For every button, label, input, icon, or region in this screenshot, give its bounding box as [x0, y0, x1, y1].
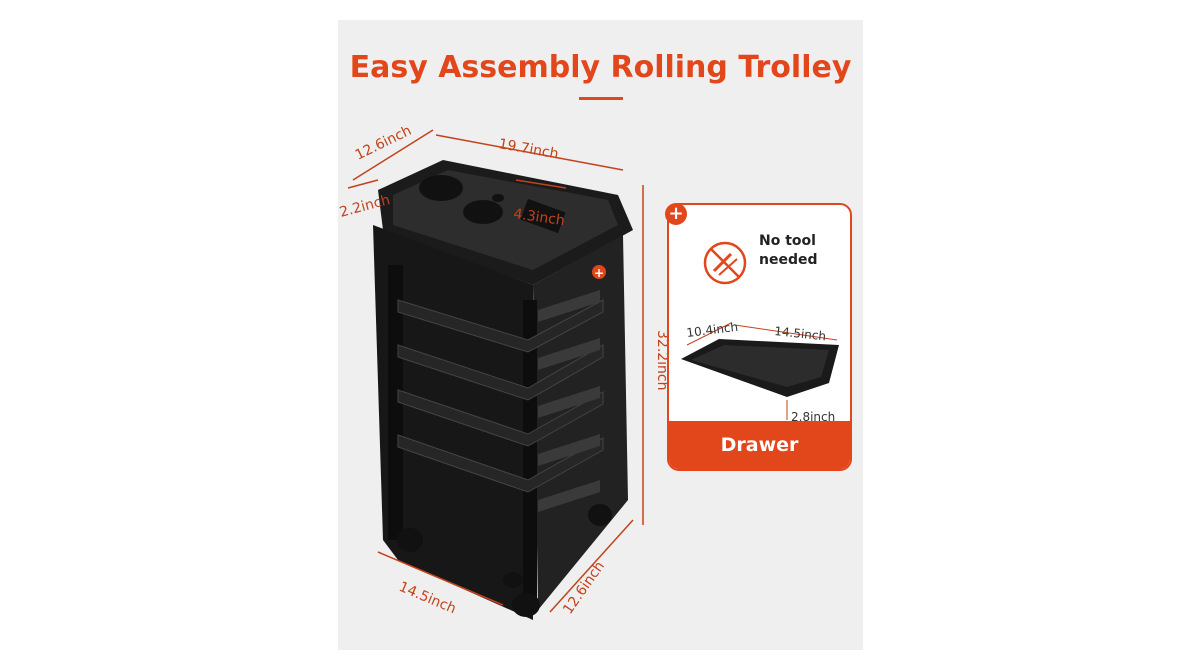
no-tool-icon	[703, 241, 747, 285]
dim-drawer-height: 2.8inch	[791, 410, 835, 424]
no-tool-text: No tool needed	[759, 233, 818, 268]
trolley-body	[373, 225, 533, 620]
trolley-illustration: + 12.6inch 19.7inch 2.2inch 4.3inch 32.2…	[338, 123, 670, 620]
product-panel: Easy Assembly Rolling Trolley	[338, 20, 863, 650]
caster-wheels	[397, 504, 612, 617]
drawer-illustration: 10.4inch 14.5inch 2.8inch	[681, 241, 839, 424]
dim-width-top: 19.7inch	[497, 136, 559, 162]
dim-depth-top: 12.6inch	[353, 123, 414, 164]
dim-tray: 4.3inch	[512, 206, 565, 229]
plus-badge: +	[665, 203, 687, 225]
dim-drawer-depth: 10.4inch	[686, 320, 739, 340]
dim-height: 32.2inch	[654, 330, 670, 391]
page-title: Easy Assembly Rolling Trolley	[349, 50, 852, 85]
drawers	[397, 299, 604, 493]
drawer-card: 10.4inch 14.5inch 2.8inch No tool needed…	[667, 203, 852, 471]
dim-drawer-width: 14.5inch	[774, 324, 827, 343]
dim-base-width: 14.5inch	[396, 579, 458, 617]
title-underline	[579, 97, 623, 100]
svg-text:+: +	[594, 266, 604, 280]
drawer-label: Drawer	[669, 421, 850, 469]
